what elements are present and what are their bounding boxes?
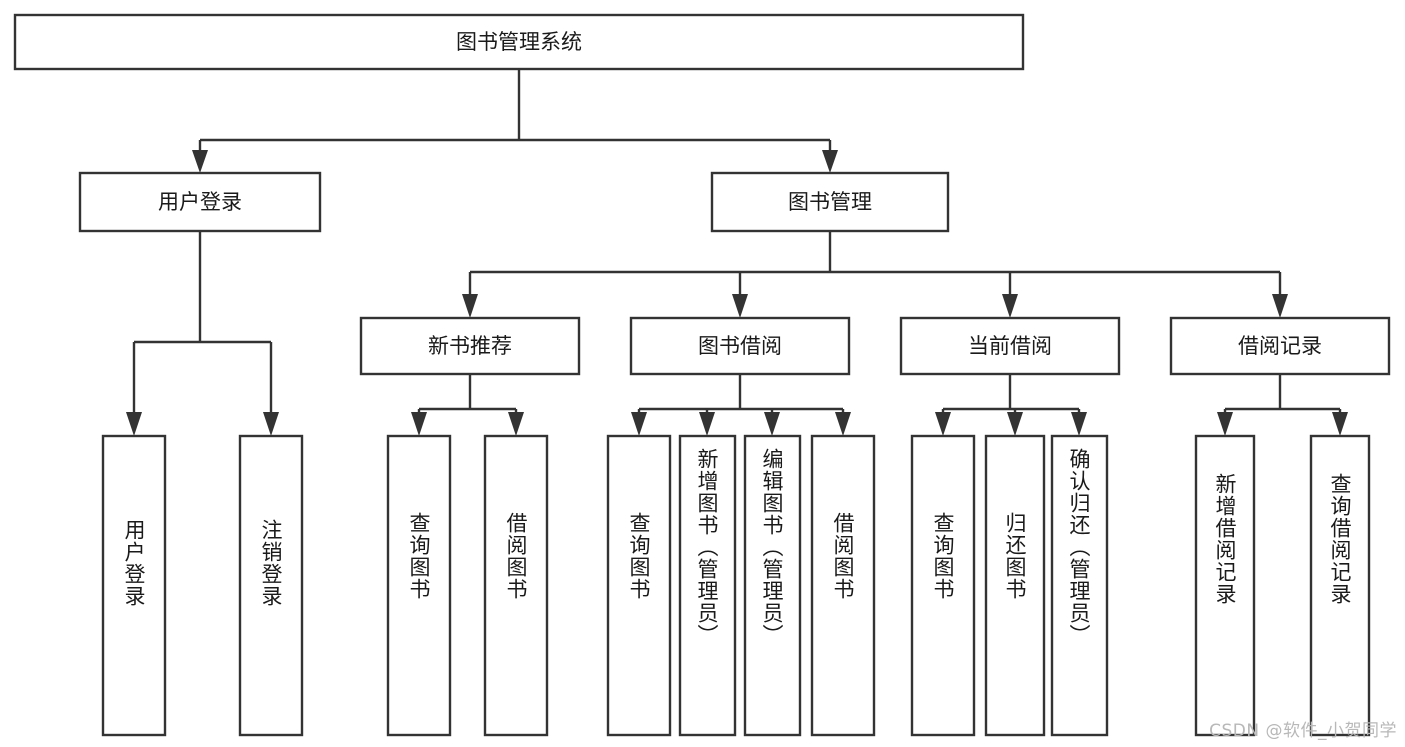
arrow-head-leaf-return-book	[1007, 412, 1023, 436]
node-leaf-borrow-book-2[interactable]: 借阅图书	[810, 434, 876, 737]
arrow-head-leaf-query-borrow-record	[1332, 412, 1348, 436]
arrow-head-leaf-query-book-3	[935, 412, 951, 436]
arrow-head-leaf-query-book-2	[631, 412, 647, 436]
node-leaf-query-book-3[interactable]: 查询图书	[910, 434, 976, 737]
node-leaf-add-borrow-record-label: 新增借阅记录	[1213, 473, 1237, 605]
node-leaf-query-borrow-record-label: 查询借阅记录	[1328, 473, 1352, 605]
node-new-book-recommend-box[interactable]	[359, 316, 581, 376]
node-leaf-query-book-3-label: 查询图书	[931, 512, 955, 600]
arrow-head-leaf-confirm-return-admin	[1071, 412, 1087, 436]
node-borrow-record-box[interactable]	[1169, 316, 1391, 376]
arrow-head-book-borrow	[732, 294, 748, 318]
node-leaf-query-book-1-box[interactable]	[386, 434, 452, 737]
node-leaf-query-book-2[interactable]: 查询图书	[606, 434, 672, 737]
arrow-head-book-management	[822, 150, 838, 173]
node-leaf-borrow-book-1-label: 借阅图书	[504, 512, 528, 600]
node-leaf-confirm-return-admin-label: 确认归还（管理员）	[1067, 448, 1091, 646]
node-root-label: 图书管理系统	[456, 30, 582, 54]
node-leaf-query-borrow-record-box[interactable]	[1309, 434, 1371, 737]
node-leaf-query-book-1[interactable]: 查询图书	[386, 434, 452, 737]
csdn-watermark: CSDN @软件_小贺同学	[1209, 721, 1397, 741]
node-book-management[interactable]: 图书管理	[710, 171, 950, 233]
arrow-head-leaf-user-login	[126, 412, 142, 436]
node-leaf-add-borrow-record[interactable]: 新增借阅记录	[1194, 434, 1256, 737]
node-user-login-box[interactable]	[78, 171, 322, 233]
arrow-head-leaf-borrow-book-1	[508, 412, 524, 436]
arrow-head-new-book-recommend	[462, 294, 478, 318]
node-current-borrow[interactable]: 当前借阅	[899, 316, 1121, 376]
node-leaf-user-login-label: 用户登录	[122, 519, 146, 607]
node-leaf-add-book-admin-label: 新增图书（管理员）	[695, 448, 719, 646]
node-current-borrow-box[interactable]	[899, 316, 1121, 376]
node-leaf-borrow-book-1[interactable]: 借阅图书	[483, 434, 549, 737]
node-leaf-query-book-2-label: 查询图书	[627, 512, 651, 600]
node-leaf-borrow-book-2-box[interactable]	[810, 434, 876, 737]
node-leaf-user-login[interactable]: 用户登录	[101, 434, 167, 737]
node-leaf-confirm-return-admin[interactable]: 确认归还（管理员）	[1050, 434, 1109, 737]
node-leaf-query-borrow-record[interactable]: 查询借阅记录	[1309, 434, 1371, 737]
arrow-head-leaf-add-book-admin	[699, 412, 715, 436]
arrow-head-leaf-user-logout	[263, 412, 279, 436]
arrow-head-leaf-query-book-1	[411, 412, 427, 436]
node-book-borrow-box[interactable]	[629, 316, 851, 376]
arrow-head-leaf-add-borrow-record	[1217, 412, 1233, 436]
node-leaf-query-book-1-label: 查询图书	[407, 512, 431, 600]
node-leaf-add-borrow-record-box[interactable]	[1194, 434, 1256, 737]
arrow-head-leaf-edit-book-admin	[764, 412, 780, 436]
node-leaf-edit-book-admin-label: 编辑图书（管理员）	[760, 448, 784, 646]
node-new-book-recommend[interactable]: 新书推荐	[359, 316, 581, 376]
node-book-borrow-label: 图书借阅	[698, 334, 782, 358]
node-leaf-borrow-book-1-box[interactable]	[483, 434, 549, 737]
node-leaf-query-book-2-box[interactable]	[606, 434, 672, 737]
node-user-login-label: 用户登录	[158, 190, 242, 214]
node-leaf-return-book[interactable]: 归还图书	[984, 434, 1046, 737]
node-book-management-label: 图书管理	[788, 190, 872, 214]
node-leaf-user-logout-label: 注销登录	[259, 519, 283, 607]
node-current-borrow-label: 当前借阅	[968, 334, 1052, 358]
node-leaf-return-book-label: 归还图书	[1003, 512, 1027, 600]
arrow-head-leaf-borrow-book-2	[835, 412, 851, 436]
node-book-borrow[interactable]: 图书借阅	[629, 316, 851, 376]
arrow-head-borrow-record	[1272, 294, 1288, 318]
arrow-head-current-borrow	[1002, 294, 1018, 318]
node-book-management-box[interactable]	[710, 171, 950, 233]
node-leaf-user-login-box[interactable]	[101, 434, 167, 737]
node-root[interactable]: 图书管理系统	[13, 13, 1025, 71]
connector-layer	[126, 69, 1348, 436]
arrow-head-user-login	[192, 150, 208, 173]
node-new-book-recommend-label: 新书推荐	[428, 334, 512, 358]
node-borrow-record-label: 借阅记录	[1238, 334, 1322, 358]
node-leaf-user-logout[interactable]: 注销登录	[238, 434, 304, 737]
node-leaf-confirm-return-admin-box[interactable]	[1050, 434, 1109, 737]
node-leaf-query-book-3-box[interactable]	[910, 434, 976, 737]
node-leaf-add-book-admin[interactable]: 新增图书（管理员）	[678, 434, 737, 737]
node-borrow-record[interactable]: 借阅记录	[1169, 316, 1391, 376]
node-leaf-edit-book-admin-box[interactable]	[743, 434, 802, 737]
node-leaf-user-logout-box[interactable]	[238, 434, 304, 737]
node-leaf-add-book-admin-box[interactable]	[678, 434, 737, 737]
node-leaf-return-book-box[interactable]	[984, 434, 1046, 737]
node-leaf-edit-book-admin[interactable]: 编辑图书（管理员）	[743, 434, 802, 737]
node-leaf-borrow-book-2-label: 借阅图书	[831, 512, 855, 600]
node-root-box[interactable]	[13, 13, 1025, 71]
node-user-login[interactable]: 用户登录	[78, 171, 322, 233]
